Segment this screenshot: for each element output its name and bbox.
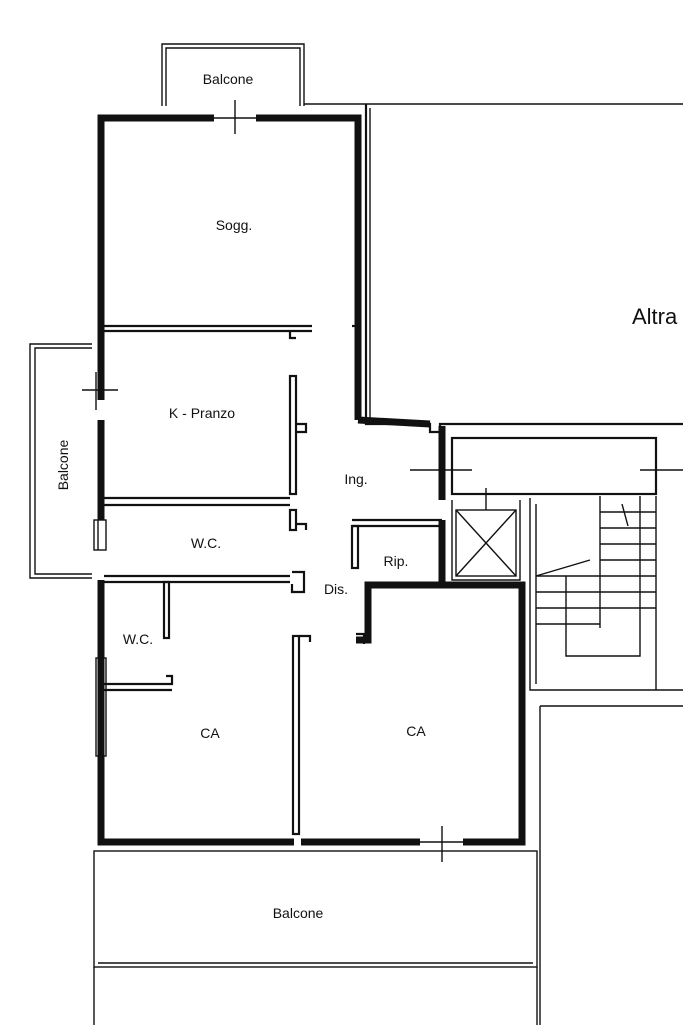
balcone-bottom bbox=[93, 850, 538, 1025]
label-balcone-top: Balcone bbox=[203, 71, 254, 87]
label-balcone-bottom: Balcone bbox=[273, 905, 324, 921]
door-markers bbox=[208, 100, 472, 862]
exterior-walls bbox=[97, 114, 526, 846]
label-disimpegno: Dis. bbox=[324, 581, 348, 597]
balcone-left bbox=[29, 343, 92, 579]
label-ripostiglio: Rip. bbox=[384, 553, 409, 569]
label-ingresso: Ing. bbox=[344, 471, 367, 487]
balcone-top bbox=[161, 43, 305, 106]
label-wc-upper: W.C. bbox=[191, 535, 221, 551]
stair-core bbox=[450, 436, 683, 1025]
windows-left bbox=[82, 372, 118, 757]
label-soggiorno: Sogg. bbox=[216, 217, 253, 233]
label-wc-lower: W.C. bbox=[123, 631, 153, 647]
label-cucina-pranzo: K - Pranzo bbox=[169, 405, 235, 421]
label-camera-right: CA bbox=[406, 723, 426, 739]
altra-area bbox=[304, 103, 683, 434]
interior-walls bbox=[104, 324, 442, 836]
label-altra: Altra bbox=[632, 304, 678, 329]
label-camera-left: CA bbox=[200, 725, 220, 741]
label-balcone-left: Balcone bbox=[55, 439, 71, 490]
